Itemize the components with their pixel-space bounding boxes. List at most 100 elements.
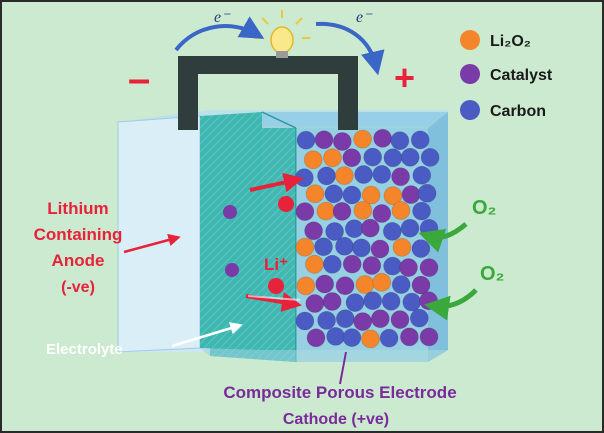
li2o2-particle [392, 237, 412, 257]
legend: Li₂O₂ Catalyst Carbon [460, 30, 553, 120]
catalyst-particle [399, 258, 418, 278]
carbon-particle [335, 309, 355, 329]
o2-label-top: O₂ [472, 197, 496, 219]
li-ion-particle [268, 278, 284, 294]
li2o2-particle [323, 148, 342, 168]
carbon-particle [400, 147, 420, 167]
carbon-particle [383, 148, 403, 168]
catalyst-particle [305, 294, 325, 313]
svg-text:Cathode (+ve): Cathode (+ve) [283, 411, 389, 428]
catalyst-particle [295, 202, 315, 222]
carbon-particle [372, 164, 392, 184]
svg-text:Anode: Anode [52, 251, 105, 270]
ion-arrows [245, 172, 304, 312]
li2o2-particle [355, 275, 375, 294]
carbon-particle [351, 238, 371, 258]
lightbulb-icon [254, 10, 310, 58]
catalyst-particle [360, 218, 380, 238]
svg-text:Carbon: Carbon [490, 103, 546, 120]
wire-top [178, 56, 358, 74]
carbon-particle [342, 185, 362, 205]
catalyst-particle [362, 256, 382, 275]
legend-item-catalyst: Catalyst [460, 64, 553, 84]
catalyst-particle [419, 327, 439, 347]
carbon-particle [345, 293, 365, 313]
legend-item-carbon: Carbon [460, 100, 546, 120]
catalyst-particle [223, 205, 237, 219]
li2o2-particle [391, 201, 411, 220]
catalyst-particle [306, 328, 326, 348]
carbon-particle [417, 183, 437, 203]
electrolyte-label: Electrolyte [46, 341, 123, 358]
li-ion-label: Li⁺ [264, 255, 288, 274]
li2o2-particle [383, 186, 403, 206]
carbon-particle [322, 254, 342, 274]
catalyst-particle [342, 148, 362, 168]
electron-flow-left-arrow [174, 16, 265, 52]
svg-text:Composite Porous Electrode: Composite Porous Electrode [223, 383, 456, 402]
li2o2-particle [353, 129, 373, 149]
anode-pointer [123, 233, 181, 254]
cathode-particles [294, 128, 440, 349]
carbon-particle [412, 165, 432, 185]
catalyst-particle [225, 263, 239, 277]
carbon-particle [294, 168, 314, 188]
catalyst-particle [304, 221, 324, 241]
carbon-particle [344, 219, 364, 239]
anode-label: Lithium Containing Anode (-ve) [34, 199, 123, 296]
li2o2-particle [361, 185, 381, 205]
carbon-particle [326, 326, 346, 346]
catalyst-particle [372, 204, 392, 223]
catalyst-particle [322, 292, 342, 311]
carbon-particle [409, 308, 429, 328]
electron-flow-right-arrow [315, 21, 385, 76]
carbon-particle [412, 201, 432, 221]
carbon-particle [402, 292, 422, 312]
svg-text:Catalyst: Catalyst [490, 67, 553, 84]
wire-right-post [338, 56, 358, 130]
electron-label-left: e⁻ [214, 9, 231, 26]
carbon-particle [383, 256, 403, 276]
cathode-label: Composite Porous Electrode Cathode (+ve) [223, 383, 456, 428]
electron-label-right: e⁻ [356, 9, 373, 26]
carbon-particle [324, 184, 344, 204]
carbon-swatch-icon [460, 100, 480, 120]
li2o2-swatch-icon [460, 30, 480, 50]
carbon-particle [325, 222, 345, 241]
catalyst-particle [390, 310, 410, 330]
carbon-particle [354, 165, 374, 184]
carbon-particle [342, 328, 362, 348]
catalyst-particle [332, 132, 352, 151]
cathode-pointer [339, 351, 347, 385]
li2o2-particle [361, 329, 380, 349]
catalyst-particle [373, 128, 393, 148]
catalyst-swatch-icon [460, 64, 480, 84]
catalyst-particle [399, 327, 419, 347]
external-circuit [178, 56, 358, 130]
catalyst-particle [342, 254, 362, 274]
li-ion-particle [278, 196, 294, 212]
o2-label-bottom: O₂ [480, 263, 504, 285]
li2o2-particle [303, 150, 323, 170]
catalyst-particle [370, 309, 390, 329]
catalyst-particle [411, 275, 431, 295]
li2o2-particle [334, 166, 354, 186]
carbon-particle [295, 311, 315, 331]
carbon-particle [296, 130, 316, 150]
catalyst-particle [391, 167, 411, 187]
carbon-particle [363, 291, 383, 311]
catalyst-particle [419, 258, 439, 278]
li2o2-particle [372, 272, 392, 292]
carbon-particle [400, 218, 420, 238]
cell-bottom [200, 348, 448, 362]
svg-text:Lithium: Lithium [47, 199, 108, 218]
carbon-particle [335, 236, 354, 256]
li2o2-particle [316, 201, 336, 221]
catalyst-particle [370, 239, 390, 259]
electrolyte-pointer [171, 322, 243, 348]
li2o2-particle [305, 184, 325, 204]
carbon-particle [379, 328, 399, 348]
positive-terminal-label: + [394, 57, 415, 98]
